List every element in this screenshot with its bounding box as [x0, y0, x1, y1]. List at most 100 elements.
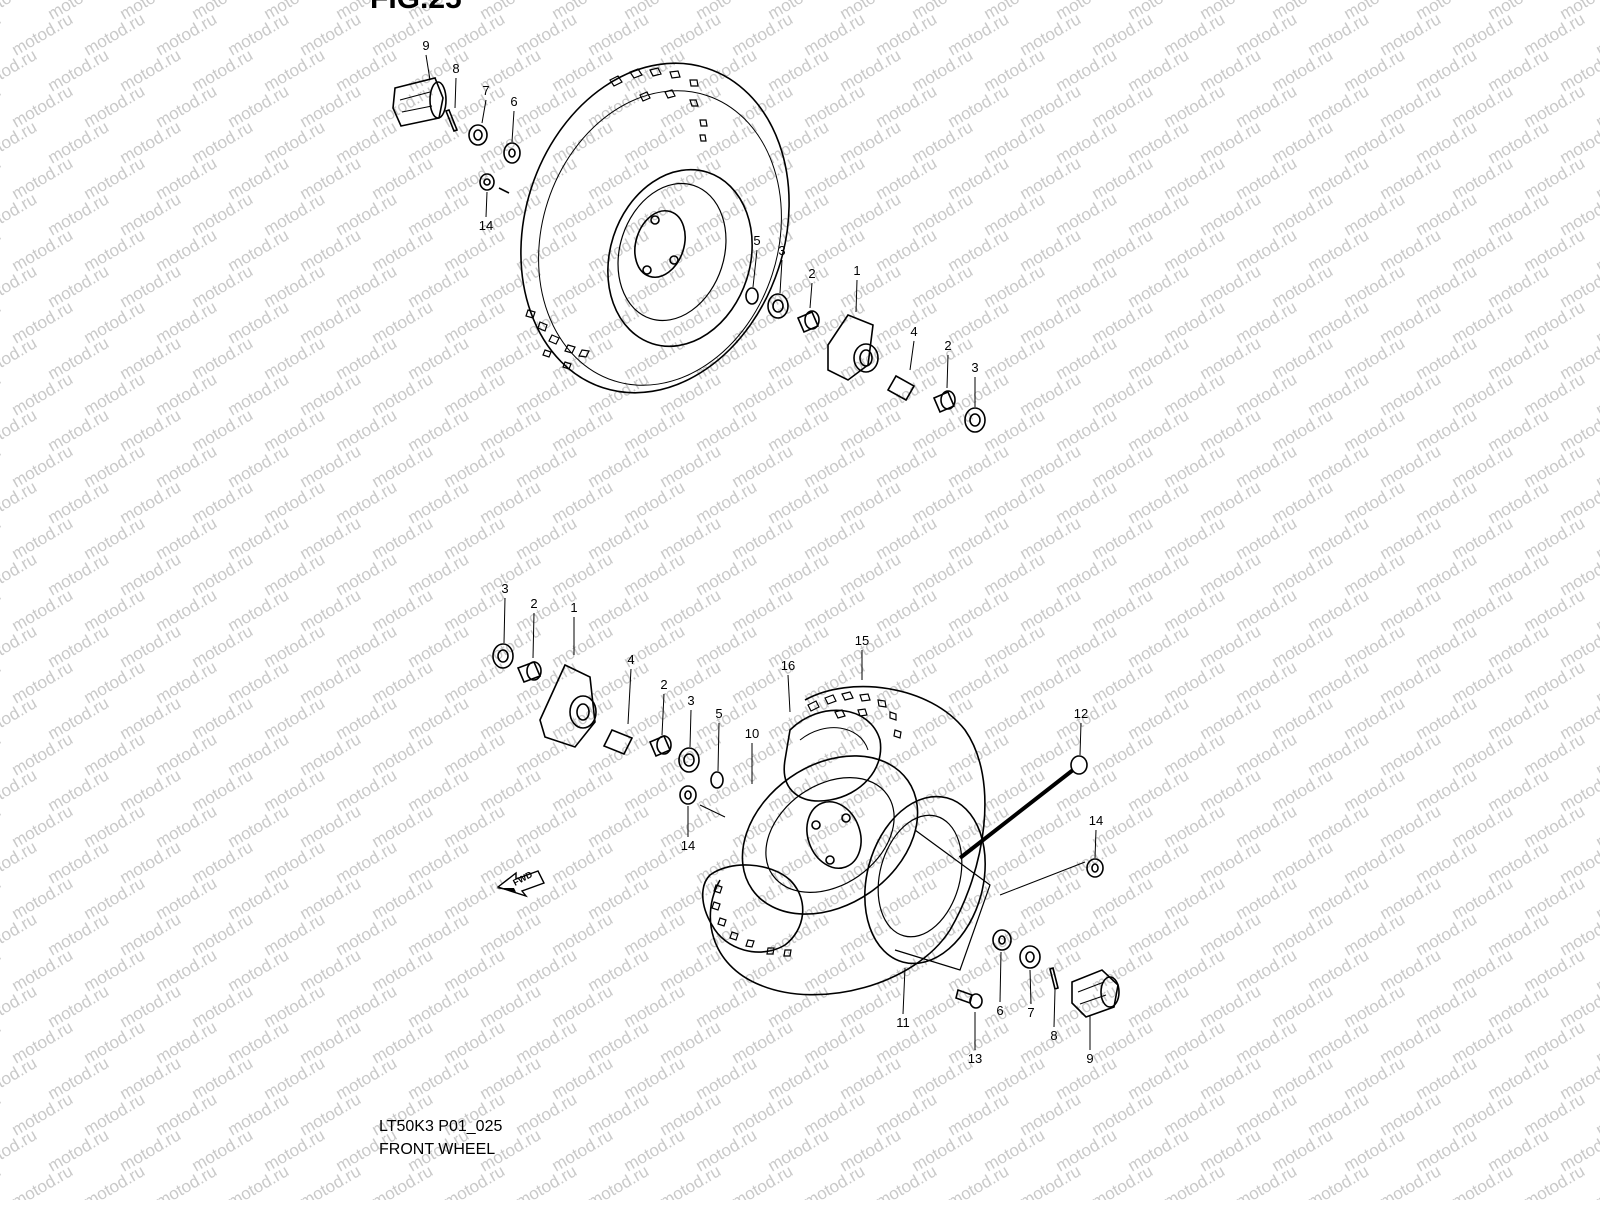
watermark-text: motod.ru	[0, 153, 4, 203]
watermark-text: motod.ru	[657, 1161, 725, 1200]
callout-2: 2	[944, 338, 951, 353]
callout-3: 3	[687, 693, 694, 708]
callout-leader	[504, 598, 505, 643]
callout-leader	[486, 192, 487, 217]
watermark-text: motod.ru	[1593, 945, 1600, 995]
watermark-text: motod.ru	[153, 1161, 221, 1200]
watermark-text: motod.ru	[1017, 1161, 1085, 1200]
watermark-text: motod.ru	[0, 477, 40, 527]
watermark-text: motod.ru	[369, 1161, 437, 1200]
callout-5: 5	[715, 706, 722, 721]
watermark-text: motod.ru	[0, 117, 40, 167]
watermark-text: motod.ru	[0, 873, 4, 923]
upper-castle-nut	[469, 125, 487, 145]
watermark-text: motod.ru	[0, 333, 40, 383]
watermark-text: motod.ru	[1593, 729, 1600, 779]
callout-8: 8	[452, 61, 459, 76]
upper-seal	[746, 288, 758, 304]
watermark-text: motod.ru	[0, 225, 4, 275]
watermark-text: motod.ru	[1593, 1161, 1600, 1200]
watermark-text: motod.ru	[0, 1017, 4, 1067]
watermark-text: motod.ru	[1593, 153, 1600, 203]
watermark-text: motod.ru	[0, 1161, 4, 1200]
watermark-text: motod.ru	[1521, 1161, 1589, 1200]
watermark-text: motod.ru	[1593, 81, 1600, 131]
watermark-text: motod.ru	[441, 1161, 509, 1200]
watermark-text: motod.ru	[1449, 1161, 1517, 1200]
watermark-text: motod.ru	[1593, 9, 1600, 59]
callout-2: 2	[808, 266, 815, 281]
watermark-text: motod.ru	[0, 981, 40, 1031]
watermark-text: motod.ru	[0, 801, 4, 851]
watermark-text: motod.ru	[0, 837, 40, 887]
watermark-text: motod.ru	[1593, 297, 1600, 347]
watermark-text: motod.ru	[0, 369, 4, 419]
watermark-text: motod.ru	[81, 1161, 149, 1200]
callout-4: 4	[910, 324, 917, 339]
watermark-text: motod.ru	[801, 1161, 869, 1200]
callout-6: 6	[996, 1003, 1003, 1018]
callout-2: 2	[660, 677, 667, 692]
watermark-text: motod.ru	[1593, 369, 1600, 419]
watermark-text: motod.ru	[0, 693, 40, 743]
watermark-text: motod.ru	[1305, 1161, 1373, 1200]
watermark-text: motod.ru	[1593, 1017, 1600, 1067]
lower-bearing	[518, 662, 541, 682]
callout-9: 9	[1086, 1051, 1093, 1066]
watermark-text: motod.ru	[1593, 225, 1600, 275]
callout-10: 10	[745, 726, 759, 741]
watermark-text: motod.ru	[297, 1161, 365, 1200]
watermark-text: motod.ru	[1593, 1089, 1600, 1139]
watermark-text: motod.ru	[1593, 513, 1600, 563]
figure-title: FIG.25	[370, 0, 462, 16]
watermark-text: motod.ru	[585, 1161, 653, 1200]
watermark-text: motod.ru	[0, 1089, 4, 1139]
watermark-text: motod.ru	[1593, 801, 1600, 851]
watermark-text: motod.ru	[0, 765, 40, 815]
watermark-text: motod.ru	[0, 441, 4, 491]
watermark-text: motod.ru	[0, 189, 40, 239]
callout-leader	[690, 710, 691, 747]
watermark-text: motod.ru	[945, 1161, 1013, 1200]
watermark-text: motod.ru	[0, 657, 4, 707]
watermark-text: motod.ru	[0, 9, 4, 59]
watermark-text: motod.ru	[0, 945, 4, 995]
watermark-text: motod.ru	[729, 1161, 797, 1200]
watermark-text: motod.ru	[0, 621, 40, 671]
callout-15: 15	[855, 633, 869, 648]
watermark-text: motod.ru	[513, 1161, 581, 1200]
watermark-text: motod.ru	[1233, 1161, 1301, 1200]
callout-13: 13	[968, 1051, 982, 1066]
watermark-text: motod.ru	[1593, 585, 1600, 635]
callout-2: 2	[530, 596, 537, 611]
watermark-text: motod.ru	[0, 909, 40, 959]
watermark-text: motod.ru	[873, 1161, 941, 1200]
callout-leader	[1054, 990, 1055, 1027]
watermark-text: motod.ru	[1161, 1161, 1229, 1200]
watermark-text: motod.ru	[0, 729, 4, 779]
figure-name: FRONT WHEEL	[379, 1141, 495, 1159]
upper-nut-leader	[499, 188, 509, 193]
callout-5: 5	[753, 233, 760, 248]
callout-14: 14	[479, 218, 493, 233]
watermark-text: motod.ru	[0, 81, 4, 131]
watermark-text: motod.ru	[0, 0, 40, 23]
watermark-text: motod.ru	[1089, 1161, 1157, 1200]
callout-3: 3	[778, 243, 785, 258]
lower-castle-nut	[1020, 946, 1040, 968]
watermark-text: motod.ru	[1377, 1161, 1445, 1200]
callout-3: 3	[501, 581, 508, 596]
callout-3: 3	[971, 360, 978, 375]
callout-16: 16	[781, 658, 795, 673]
callout-14: 14	[681, 838, 695, 853]
lower-rim-bolt-hole	[826, 856, 834, 864]
watermark-text: motod.ru	[0, 297, 4, 347]
upper-rim-bolt-hole	[643, 266, 651, 274]
callout-7: 7	[482, 83, 489, 98]
callout-11: 11	[896, 1015, 910, 1030]
callout-leader	[455, 78, 456, 108]
callout-6: 6	[510, 94, 517, 109]
callout-1: 1	[570, 600, 577, 615]
